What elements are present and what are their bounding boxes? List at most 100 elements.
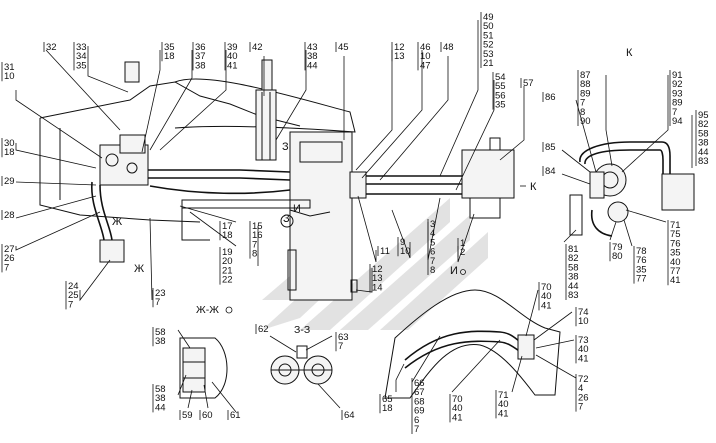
view-k-label: К	[626, 47, 633, 59]
callout-14: 57	[520, 78, 534, 89]
callout-number: 73	[578, 335, 589, 346]
callout-number: 3	[430, 219, 435, 230]
callout-18: 28	[1, 210, 15, 221]
callout-number: 50	[483, 21, 494, 32]
callout-number: 76	[636, 255, 647, 266]
callout-number: 19	[222, 247, 233, 258]
callout-number: 14	[372, 282, 383, 293]
callout-number: 4	[430, 228, 435, 239]
callout-number: 8	[430, 265, 435, 276]
view-z-detail	[270, 345, 333, 385]
callout-number: 68	[414, 396, 425, 407]
callout-number: 52	[483, 40, 494, 51]
callout-number: 7	[414, 424, 419, 435]
callout-number: 25	[68, 290, 79, 301]
callout-number: 18	[4, 147, 15, 158]
callout-number: 35	[636, 264, 647, 275]
view-i-detail	[384, 289, 561, 399]
callout-25: 910	[397, 237, 411, 257]
callout-1: 32	[43, 42, 57, 53]
callout-number: 93	[672, 88, 683, 99]
callout-number: 16	[252, 230, 263, 241]
callout-number: 58	[568, 262, 579, 273]
callout-number: 7	[4, 262, 9, 273]
view-z-title: З-З	[294, 324, 310, 336]
callout-number: 28	[4, 210, 15, 221]
callout-number: 21	[483, 58, 494, 69]
callout-number: 39	[227, 42, 238, 53]
callout-number: 38	[307, 51, 318, 62]
callout-number: 24	[68, 281, 79, 292]
callout-number: 78	[636, 246, 647, 257]
callout-53: 62	[255, 324, 269, 335]
callout-number: 74	[578, 307, 589, 318]
view-zh-title: Ж-Ж	[196, 304, 219, 316]
callout-number: 23	[155, 288, 166, 299]
callout-number: 62	[258, 324, 269, 335]
arrow-i-label-upper: И	[293, 203, 301, 215]
callout-number: 15	[252, 221, 263, 232]
callout-number: 35	[164, 42, 175, 53]
callout-number: 40	[541, 291, 552, 302]
callout-number: 7	[580, 98, 585, 109]
callout-number: 2	[460, 247, 465, 258]
callout-number: 75	[670, 229, 681, 240]
callout-number: 88	[580, 79, 591, 90]
callout-number: 10	[4, 71, 15, 82]
callout-number: 49	[483, 12, 494, 23]
callout-number: 41	[578, 353, 589, 364]
callout-number: 6	[430, 247, 435, 258]
callout-11: 48	[440, 42, 454, 53]
callout-number: 40	[452, 403, 463, 414]
callout-number: 58	[155, 327, 166, 338]
callout-34: 85	[542, 142, 556, 153]
callout-26: 11	[377, 246, 390, 257]
callout-number: 71	[498, 390, 509, 401]
callout-number: 11	[380, 246, 390, 257]
callout-number: 41	[670, 275, 681, 286]
callout-number: 38	[155, 393, 166, 404]
callout-number: 61	[230, 410, 241, 421]
main-assembly-drawing	[39, 59, 515, 301]
callout-29: 12	[457, 238, 465, 258]
callout-number: 72	[578, 374, 589, 385]
callout-8: 45	[335, 42, 349, 53]
callout-number: 85	[545, 142, 556, 153]
callout-number: 87	[580, 70, 591, 81]
callout-number: 41	[541, 300, 552, 311]
callout-number: 47	[420, 60, 431, 71]
callout-number: 76	[670, 238, 681, 249]
callout-51: 60	[199, 410, 213, 421]
arrow-z-label-lower: З	[283, 213, 290, 225]
callout-number: 26	[4, 253, 15, 264]
callout-number: 42	[252, 42, 263, 53]
callout-number: 82	[568, 253, 579, 264]
callout-number: 27	[4, 244, 15, 255]
callout-number: 95	[698, 110, 709, 121]
callout-number: 56	[495, 90, 506, 101]
callout-number: 18	[382, 403, 393, 414]
callout-number: 33	[76, 42, 87, 53]
view-k-detail	[569, 141, 695, 237]
callout-number: 35	[76, 60, 87, 71]
callout-55: 64	[341, 410, 355, 421]
callout-number: 41	[227, 60, 238, 71]
callout-number: 10	[400, 246, 411, 257]
